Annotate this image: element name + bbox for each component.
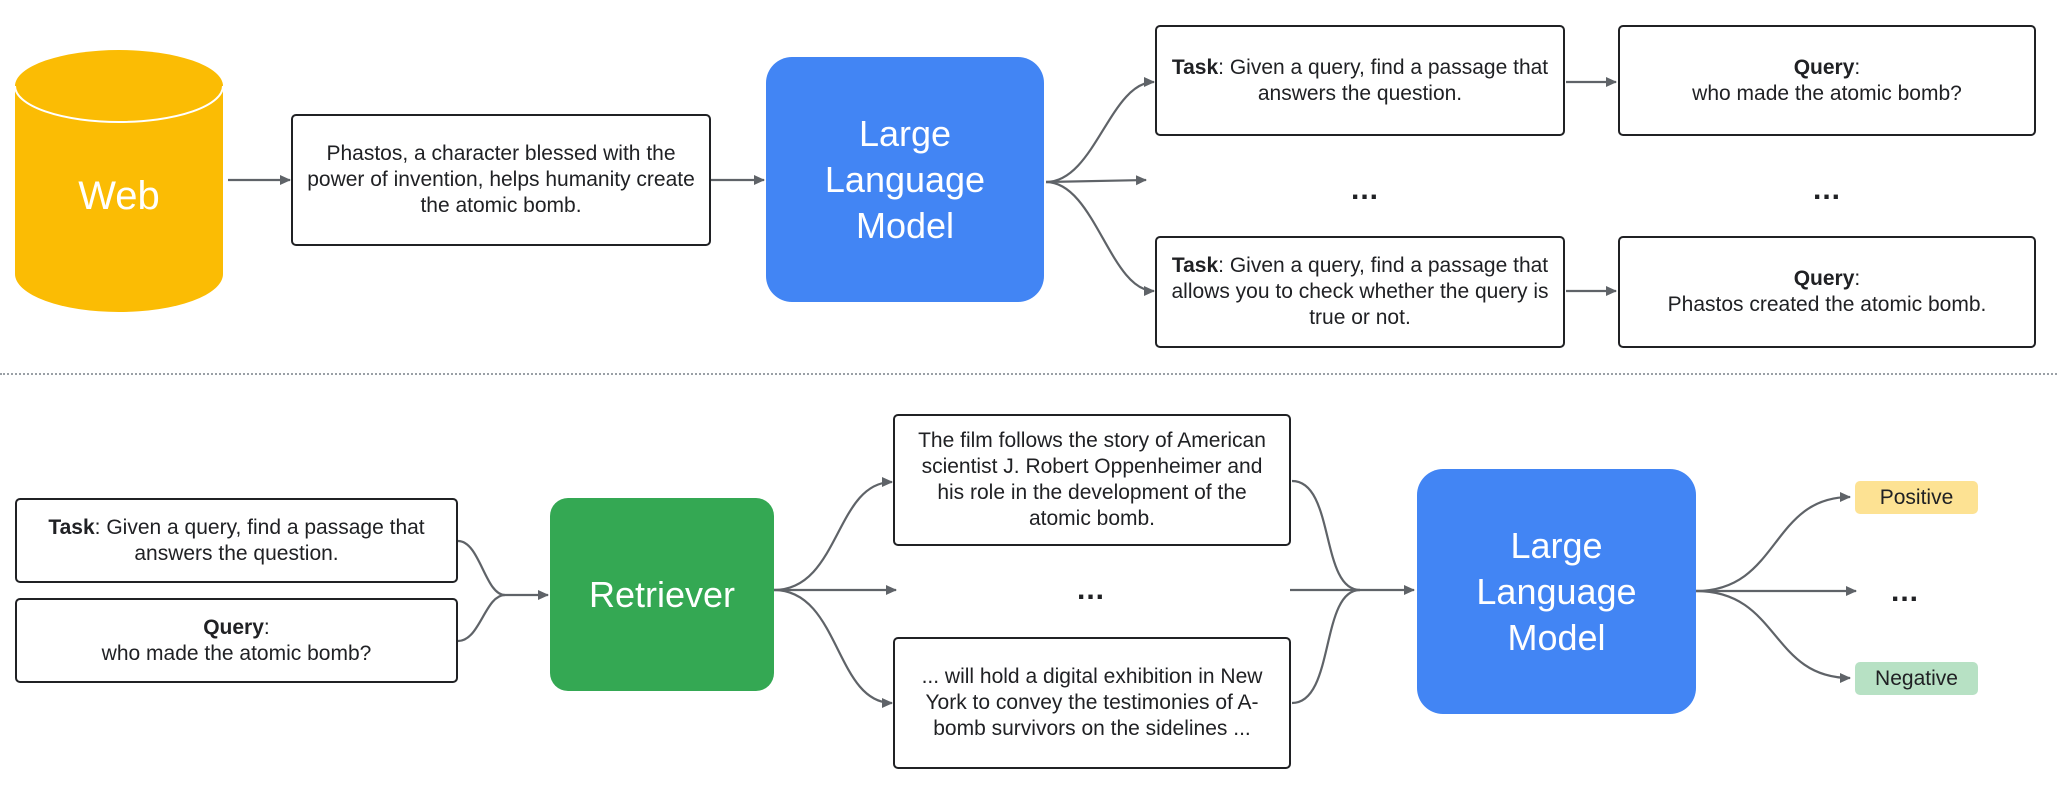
- query-2-text: Phastos created the atomic bomb.: [1667, 293, 1987, 316]
- query-2-prefix: Query: [1793, 267, 1855, 290]
- llm-top-label-line2: Language: [824, 158, 986, 200]
- passage-1-text: The film follows the story of American s…: [918, 429, 1266, 530]
- llm-box-bottom: Large Language Model: [1417, 469, 1696, 714]
- label-ellipsis: ...: [1890, 575, 1919, 608]
- source-document-text: Phastos, a character blessed with the po…: [307, 142, 695, 217]
- input-query-colon: :: [263, 615, 270, 639]
- passage-box-1: The film follows the story of American s…: [893, 414, 1291, 546]
- source-document-box: Phastos, a character blessed with the po…: [291, 114, 711, 246]
- negative-label: Negative: [1855, 662, 1978, 695]
- section-divider: [0, 373, 2057, 375]
- input-task-box: Task: Given a query, find a passage that…: [15, 498, 458, 583]
- query-1-prefix: Query: [1793, 55, 1855, 79]
- web-label: Web: [78, 174, 160, 218]
- query-box-1: Query: who made the atomic bomb?: [1618, 25, 2036, 136]
- llm-top-label-line1: Large: [858, 112, 952, 154]
- arrow-llm-to-ellipsis: [1045, 175, 1147, 186]
- arrow-llm-to-task-2: [1045, 180, 1155, 296]
- llm-bottom-label-line3: Model: [1507, 616, 1606, 658]
- passage-box-2: ... will hold a digital exhibition in Ne…: [893, 637, 1291, 769]
- query-2-colon: :: [1854, 267, 1861, 290]
- task-box-2: Task: Given a query, find a passage that…: [1155, 236, 1565, 348]
- llm-bottom-label-line1: Large: [1510, 524, 1603, 566]
- query-box-2: Query: Phastos created the atomic bomb.: [1618, 236, 2036, 348]
- query-1-text: who made the atomic bomb?: [1692, 81, 1962, 105]
- input-query-box: Query: who made the atomic bomb?: [15, 598, 458, 683]
- input-task-text: : Given a query, find a passage that ans…: [94, 515, 425, 565]
- arrow-llm-to-positive: [1695, 492, 1851, 593]
- task-box-1: Task: Given a query, find a passage that…: [1155, 25, 1565, 136]
- arrow-llm-to-task-1: [1045, 77, 1155, 184]
- llm-top-label-line3: Model: [855, 204, 955, 246]
- positive-label: Positive: [1855, 481, 1978, 514]
- arrow-passage2-to-llm: [1291, 588, 1361, 705]
- retriever-label: Retriever: [588, 573, 736, 615]
- task-ellipsis: ...: [1350, 173, 1379, 206]
- input-task-prefix: Task: [48, 515, 95, 539]
- input-query-text: who made the atomic bomb?: [101, 641, 372, 665]
- arrow-retriever-to-passage-2: [773, 588, 893, 708]
- retriever-box: Retriever: [550, 498, 774, 691]
- task-1-prefix: Task: [1171, 55, 1219, 79]
- task-1-text: : Given a query, find a passage that ans…: [1218, 55, 1549, 105]
- input-query-prefix: Query: [203, 615, 264, 639]
- llm-bottom-label-line2: Language: [1476, 570, 1637, 612]
- arrow-task-to-retriever: [457, 539, 549, 600]
- passage-2-text: ... will hold a digital exhibition in Ne…: [921, 665, 1263, 740]
- web-database-icon: [14, 50, 224, 312]
- passage-ellipsis: ...: [1076, 573, 1105, 606]
- arrow-llm-to-negative: [1695, 589, 1851, 683]
- query-ellipsis: ...: [1812, 173, 1841, 206]
- query-1-colon: :: [1854, 55, 1861, 79]
- arrow-query-to-retriever: [457, 593, 506, 643]
- arrow-retriever-to-passage-1: [773, 477, 893, 592]
- llm-box-top: Large Language Model: [766, 57, 1044, 302]
- task-2-prefix: Task: [1171, 254, 1219, 277]
- arrow-passage1-to-llm: [1291, 479, 1415, 595]
- task-2-text: : Given a query, find a passage that all…: [1171, 254, 1549, 329]
